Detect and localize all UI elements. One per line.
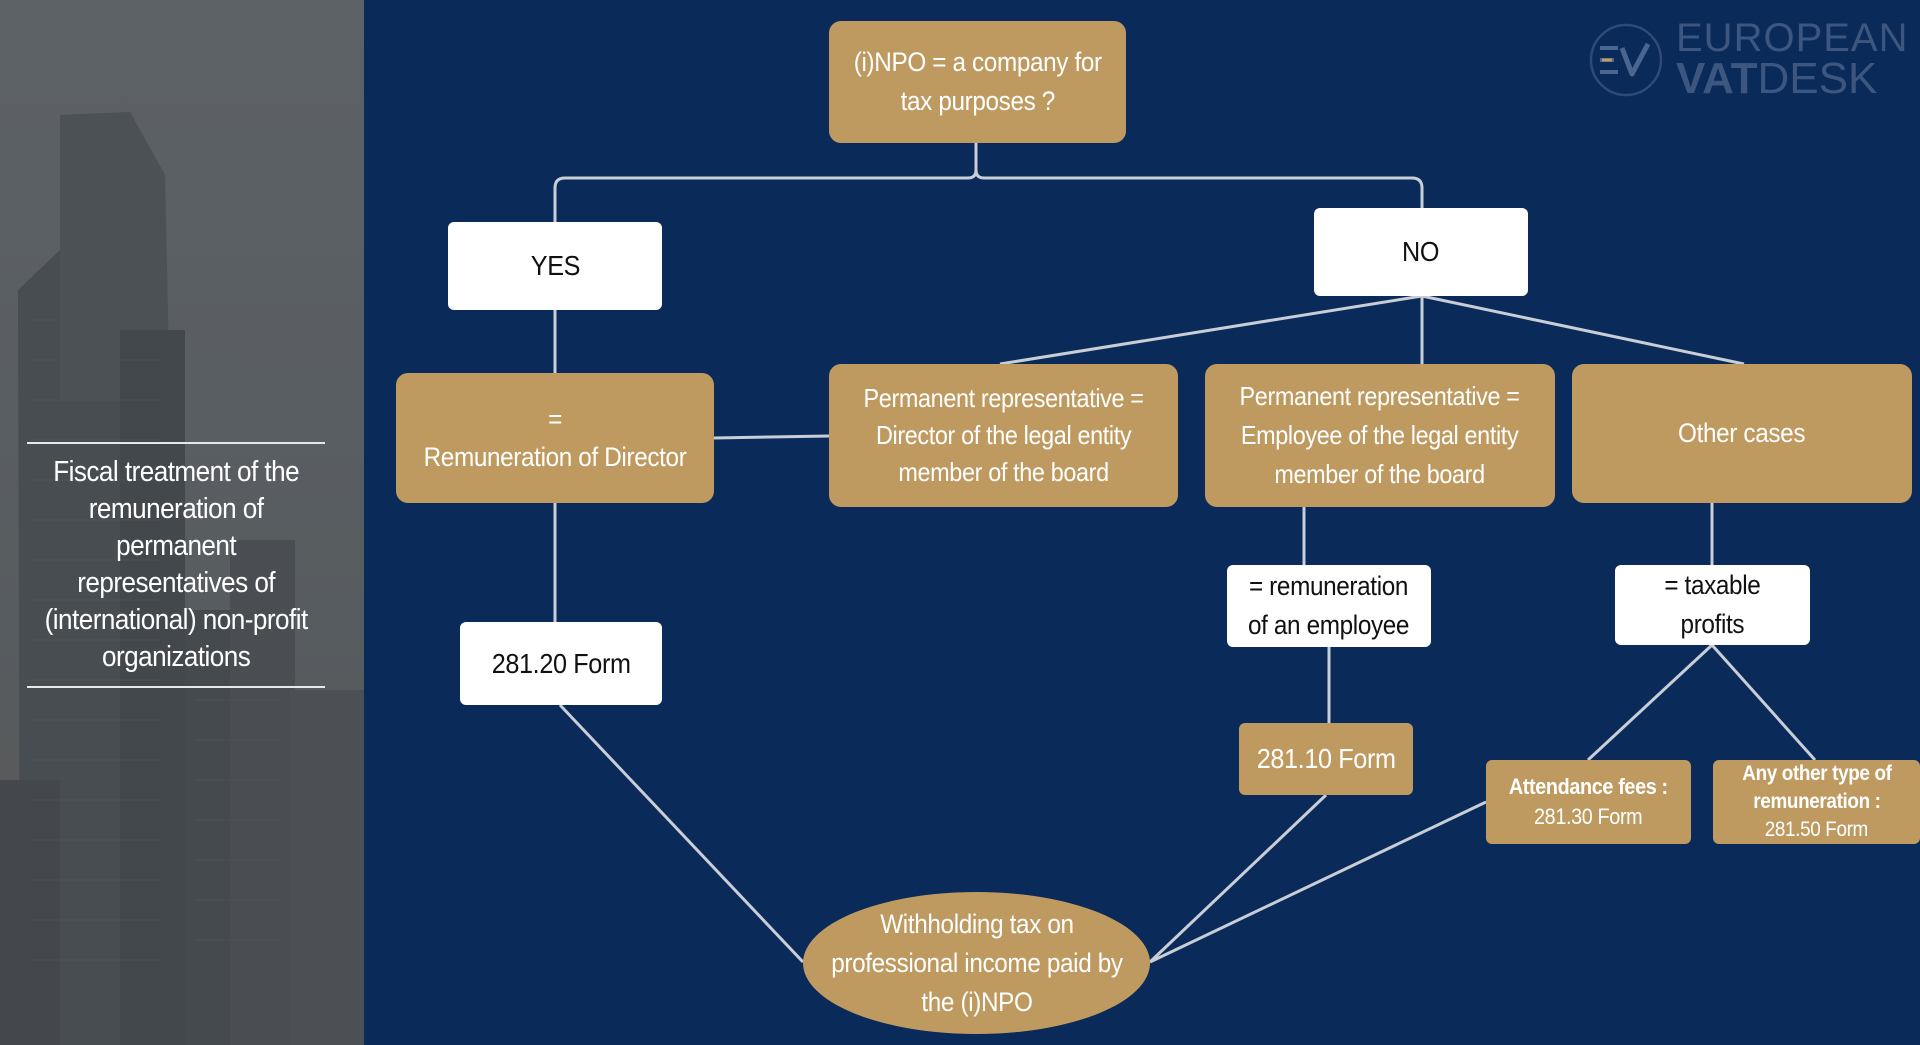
- other-remuneration-form: 281.50 Form: [1764, 818, 1869, 841]
- perm-rep-employee-box: Permanent representative = Employee of t…: [1205, 364, 1555, 507]
- logo-mark-icon: [1589, 23, 1663, 97]
- logo-word-vat: VAT: [1676, 54, 1758, 103]
- side-panel: Fiscal treatment of the remuneration of …: [0, 0, 364, 1045]
- taxable-profits-box: = taxable profits: [1615, 565, 1810, 645]
- attendance-fees-box: Attendance fees : 281.30 Form: [1486, 760, 1691, 844]
- withholding-tax-text: Withholding tax on professional income p…: [830, 908, 1123, 1017]
- european-vat-desk-logo: EUROPEAN VATDESK: [1588, 18, 1908, 102]
- attendance-fees-form: 281.30 Form: [1534, 804, 1643, 829]
- side-title-box: Fiscal treatment of the remuneration of …: [27, 442, 325, 688]
- no-label: NO: [1402, 236, 1440, 267]
- link-root-branch-right: [974, 169, 1424, 208]
- logo-word-vatdesk: VATDESK: [1676, 56, 1877, 102]
- withholding-tax-oval: Withholding tax on professional income p…: [803, 892, 1150, 1034]
- yes-box: YES: [448, 222, 662, 310]
- no-box: NO: [1314, 208, 1528, 296]
- perm-rep-director-box: Permanent representative = Director of t…: [829, 364, 1178, 507]
- other-cases-text: Other cases: [1678, 418, 1806, 448]
- link-attendance-withholding: [1149, 800, 1487, 964]
- link-28120-withholding: [558, 703, 805, 964]
- link-taxable-attendance: [1586, 643, 1714, 762]
- remuneration-director-box: = Remuneration of Director: [396, 373, 714, 503]
- skyline-image: [0, 0, 364, 1045]
- logo-word-desk: DESK: [1757, 54, 1878, 103]
- other-remuneration-box: Any other type of remuneration : 281.50 …: [1713, 760, 1920, 844]
- link-no-other: [1421, 294, 1745, 366]
- side-title: Fiscal treatment of the remuneration of …: [44, 456, 308, 673]
- other-cases-box: Other cases: [1572, 364, 1912, 503]
- link-remuneration-director: [713, 434, 830, 440]
- form-28120-text: 281.20 Form: [491, 647, 631, 679]
- taxable-profits-text: = taxable profits: [1664, 570, 1761, 639]
- form-28120-box: 281.20 Form: [460, 622, 662, 705]
- link-28110-withholding: [1148, 793, 1328, 964]
- link-no-director: [999, 294, 1423, 366]
- remuneration-director-text: = Remuneration of Director: [423, 404, 687, 472]
- link-root-branch: [553, 143, 978, 222]
- yes-label: YES: [530, 250, 580, 281]
- remuneration-employee-box: = remuneration of an employee: [1227, 565, 1431, 647]
- perm-rep-employee-text: Permanent representative = Employee of t…: [1239, 381, 1521, 489]
- root-question-text: (i)NPO = a company for tax purposes ?: [853, 47, 1102, 116]
- root-question-box: (i)NPO = a company for tax purposes ?: [829, 21, 1126, 143]
- form-28110-box: 281.10 Form: [1239, 723, 1413, 795]
- other-remuneration-title: Any other type of remuneration :: [1741, 762, 1892, 813]
- remuneration-employee-text: = remuneration of an employee: [1248, 571, 1410, 640]
- attendance-fees-title: Attendance fees :: [1509, 774, 1668, 799]
- form-28110-text: 281.10 Form: [1256, 743, 1396, 774]
- perm-rep-director-text: Permanent representative = Director of t…: [863, 383, 1144, 487]
- link-taxable-otherrem: [1710, 643, 1817, 762]
- logo-word-european: EUROPEAN: [1676, 16, 1909, 60]
